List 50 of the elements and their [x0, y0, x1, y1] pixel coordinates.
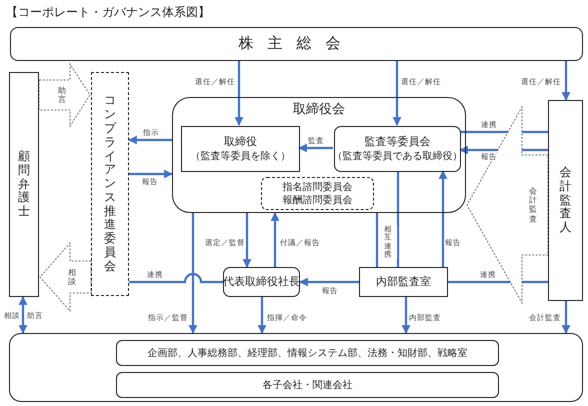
arrow: [128, 136, 172, 144]
node-subtitle: （監査等委員を除く）: [190, 150, 290, 163]
audit-committee-box: [334, 126, 461, 172]
advisor-box: [9, 72, 39, 297]
arrow: [562, 301, 570, 334]
meeting-box: [10, 27, 583, 61]
board-box: [172, 97, 466, 213]
diagram-title: 【コーポレート・ガバナンス体系図】: [6, 4, 210, 21]
node-title: 取締役会: [293, 102, 345, 119]
node-title: 内部監査室: [376, 274, 431, 290]
organization-box: [9, 333, 583, 402]
arrow: [402, 297, 410, 334]
arrow: [562, 61, 570, 101]
node-title: 株主総会: [238, 34, 354, 54]
arrow: [188, 213, 198, 334]
node-title: コンプライアンス推進委員会: [104, 94, 116, 274]
arrow: [298, 144, 333, 152]
committee-box: [91, 72, 129, 296]
node-title: 顧問弁護士: [18, 150, 30, 219]
node-title: 企画部、人事総務部、経理部、情報システム部、法務・知財部、戦略室: [148, 346, 468, 360]
node-title: 会計監査人: [560, 166, 572, 235]
arrow: [129, 170, 173, 178]
node-title: 監査等委員会: [364, 135, 430, 150]
arrow: [299, 278, 359, 286]
edge-label: 会計監査: [528, 186, 538, 224]
node-title: 代表取締役社長: [223, 274, 300, 290]
edge-label: 相談: [67, 268, 77, 286]
department-box: [116, 340, 499, 366]
arrow: [392, 61, 402, 126]
director-box: [181, 126, 300, 172]
node-title: 各子会社・関連会社: [262, 378, 352, 392]
arrow: [242, 213, 252, 268]
auditor-box: [548, 100, 583, 301]
arrow: [438, 170, 448, 267]
president-box: [223, 267, 300, 297]
node-title: 取締役: [224, 135, 257, 150]
node-subtitle: 報酬諮問委員会: [282, 194, 352, 206]
arrow: [270, 212, 280, 267]
advisory-committee-box: [261, 177, 374, 210]
arrow: [18, 296, 28, 334]
arrow: [258, 297, 266, 334]
edge-label: 助言: [57, 86, 67, 104]
internal-audit-box: [359, 267, 448, 297]
affiliate-box: [116, 372, 499, 398]
arrow: [234, 61, 244, 126]
block-arrow: [466, 105, 548, 305]
node-subtitle: （監査等委員である取締役）: [332, 150, 462, 163]
node-title: 指名諮問委員会: [282, 180, 352, 194]
block-arrow: [38, 62, 90, 128]
block-arrow: [39, 242, 92, 312]
